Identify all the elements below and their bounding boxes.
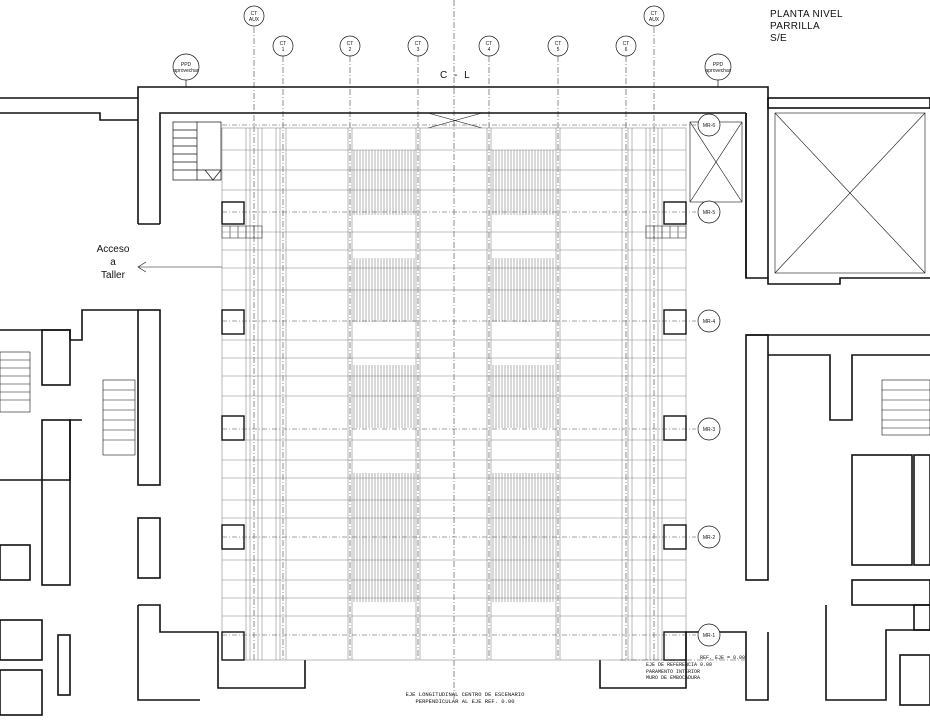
marker-ct-aux-right xyxy=(643,5,665,27)
title-line-2: PARRILLA xyxy=(770,21,821,32)
top-markers xyxy=(172,5,732,87)
side-stairs xyxy=(221,225,687,239)
marker-ct-4-l1: CT xyxy=(486,41,493,47)
marker-ct-6-l1: CT xyxy=(623,41,630,47)
hatch-areas xyxy=(353,150,554,602)
marker-ct-2-l1: CT xyxy=(347,41,354,47)
title-line-1: PLANTA NIVEL xyxy=(770,9,843,20)
marker-ppd-right-l1: PPD xyxy=(713,62,724,68)
stair-left-building xyxy=(0,351,136,456)
mr-circles xyxy=(697,113,721,647)
marker-ct-1 xyxy=(272,35,294,57)
grid-iron xyxy=(221,127,687,661)
marker-mr-5: MR-5 xyxy=(703,210,715,216)
reference-note-line-3: MURO DE EMBOCADURA xyxy=(646,675,701,681)
marker-ct-5-l1: CT xyxy=(555,41,562,47)
grid-rows xyxy=(222,149,686,617)
marker-ct-aux-left xyxy=(243,5,265,27)
marker-ct-aux-right-l2: AUX xyxy=(649,17,660,23)
marker-ct-6 xyxy=(615,35,637,57)
reference-note: EJE DE REFERENCIA 0.00 PARAMENTO INTERIO… xyxy=(646,662,712,682)
marker-ct-aux-right-l1: CT xyxy=(651,11,658,17)
stage-walls xyxy=(0,86,930,716)
reference-note-line-2: PARAMENTO INTERIOR xyxy=(646,668,701,675)
access-line-1: Acceso xyxy=(96,244,130,255)
marker-ct-aux-left-l1: CT xyxy=(251,11,258,17)
grid-axis-lines xyxy=(253,0,655,700)
marker-ct-1-l1: CT xyxy=(280,41,287,47)
void-top-right xyxy=(689,112,926,274)
marker-ct-4 xyxy=(478,35,500,57)
marker-mr-4: MR-4 xyxy=(703,319,715,325)
marker-mr-6: MR-6 xyxy=(703,123,715,129)
marker-ct-5 xyxy=(547,35,569,57)
marker-ppd-left-l2: aprovechar xyxy=(173,68,198,74)
stair-right-building xyxy=(881,379,930,436)
stair-top-left xyxy=(172,121,222,181)
marker-ct-3-l1: CT xyxy=(415,41,422,47)
centerline-label: C - L xyxy=(440,70,472,81)
marker-ct-3-l2: 3 xyxy=(417,47,420,53)
access-line-3: Taller xyxy=(101,270,125,281)
axis-note: EJE LONGITUDINAL CENTRO DE ESCENARIO PER… xyxy=(380,691,550,705)
axis-note-line-2: PERPENDICULAR AL EJE REF. 0.00 xyxy=(415,698,515,705)
marker-ct-1-l2: 1 xyxy=(282,47,285,53)
marker-ct-2 xyxy=(339,35,361,57)
marker-ct-4-l2: 4 xyxy=(488,47,491,53)
marker-ct-5-l2: 5 xyxy=(557,47,560,53)
marker-ppd-left-l1: PPD xyxy=(181,62,192,68)
marker-ppd-right-l2: aprovechar xyxy=(705,68,730,74)
drawing-title: PLANTA NIVEL PARRILLA S/E xyxy=(770,9,843,45)
marker-ct-6-l2: 6 xyxy=(625,47,628,53)
access-arrow xyxy=(137,261,222,273)
marker-mr-3: MR-3 xyxy=(703,427,715,433)
axis-note-line-1: EJE LONGITUDINAL CENTRO DE ESCENARIO xyxy=(405,691,525,698)
access-line-2: a xyxy=(110,257,116,268)
marker-ct-3 xyxy=(407,35,429,57)
marker-ct-aux-left-l2: AUX xyxy=(249,17,260,23)
title-line-3: S/E xyxy=(770,33,788,44)
marker-mr-2: MR-2 xyxy=(703,535,715,541)
centerline-cross xyxy=(427,112,483,129)
marker-ct-2-l2: 2 xyxy=(349,47,352,53)
access-label: Acceso a Taller xyxy=(96,243,130,282)
mr-lines xyxy=(222,124,696,636)
ref-eje-label: REF. EJE = 0.00 xyxy=(700,655,746,661)
reference-note-line-1: EJE DE REFERENCIA 0.00 xyxy=(646,662,713,668)
marker-mr-1: MR-1 xyxy=(703,633,715,639)
